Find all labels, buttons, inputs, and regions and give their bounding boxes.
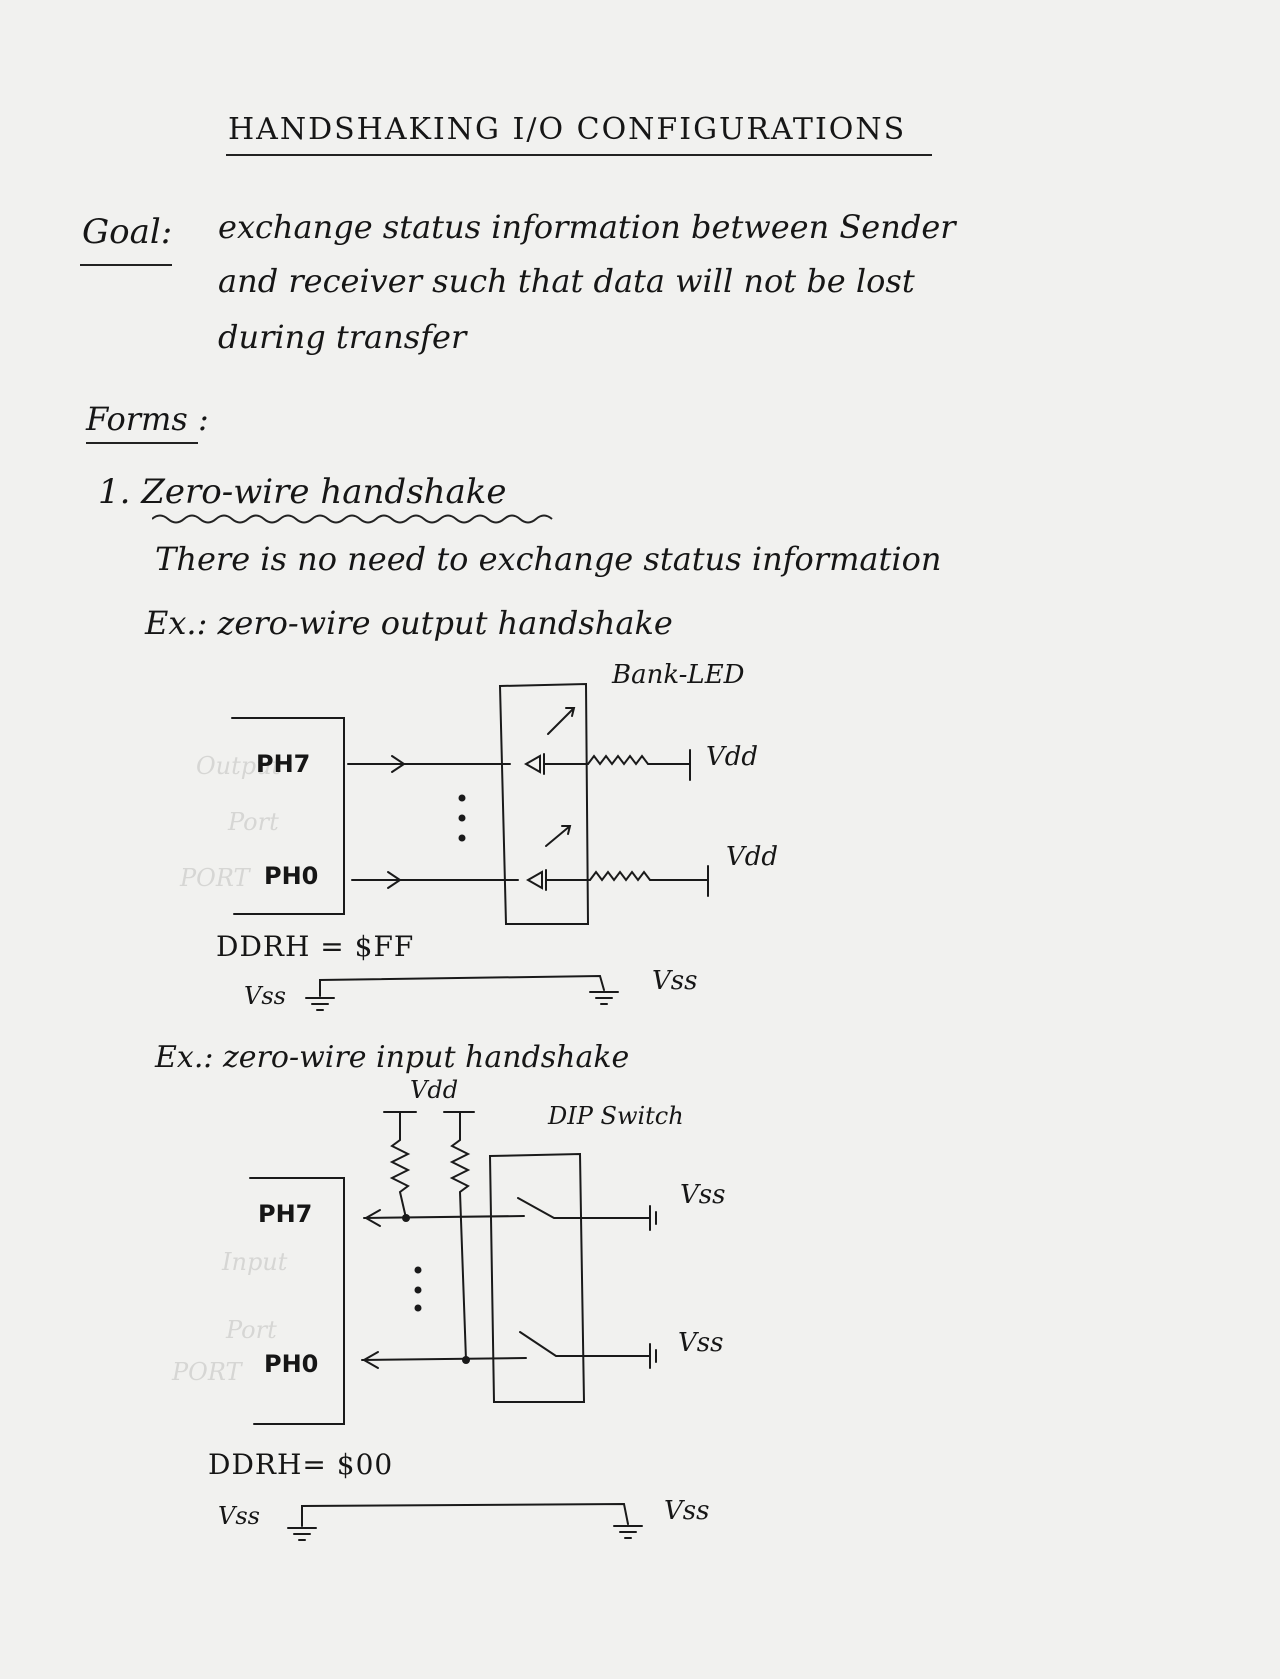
ddr-setting: DDRH = $FF [216, 930, 415, 963]
vss-label: Vss [678, 1328, 724, 1358]
ground-line [301, 1502, 629, 1527]
ellipsis-dot [458, 814, 466, 822]
pullup-resistor-icon [443, 1111, 475, 1361]
pin-ph7-label: PH7 [258, 1200, 313, 1228]
ground-icon [613, 1525, 643, 1539]
pin-ph7-label: PH7 [256, 750, 311, 778]
example-input-label: Ex.: zero-wire input handshake [155, 1040, 630, 1075]
ddr-setting: DDRH= $00 [208, 1448, 394, 1481]
dip-switch-box [488, 1152, 586, 1403]
forms-label: Forms : [86, 400, 209, 438]
bleed-through-mark: Input [222, 1248, 288, 1276]
pullup-resistor-icon [383, 1111, 417, 1219]
pin-ph0-label: PH0 [264, 1350, 319, 1378]
signal-line [361, 1357, 527, 1361]
ellipsis-dot [414, 1304, 422, 1312]
port-box [249, 1177, 345, 1425]
example-output-label: Ex.: zero-wire output handshake [145, 604, 673, 642]
title-underline [226, 154, 932, 156]
switch-icon [519, 1331, 657, 1369]
ellipsis-dot [458, 834, 466, 842]
item-description: There is no need to exchange status info… [155, 540, 942, 578]
port-box [231, 717, 345, 915]
vss-label: Vss [664, 1496, 710, 1526]
goal-underline [80, 264, 172, 266]
goal-text-line: during transfer [218, 318, 467, 356]
bleed-through-mark: PORT [180, 864, 250, 892]
arrow-icon [387, 871, 402, 889]
vss-label: Vss [680, 1180, 726, 1210]
resistor-icon [589, 865, 709, 897]
light-emission-icon [547, 707, 576, 735]
page-title: HANDSHAKING I/O CONFIGURATIONS [228, 112, 907, 147]
junction-dot [402, 1214, 410, 1222]
bleed-through-mark: Port [228, 808, 279, 836]
pin-ph0-label: PH0 [264, 862, 319, 890]
switch-icon [517, 1197, 657, 1231]
vss-label: Vss [218, 1502, 260, 1530]
light-emission-icon [545, 825, 572, 847]
ellipsis-dot [414, 1266, 422, 1274]
forms-underline [86, 442, 198, 444]
ground-line [319, 974, 605, 997]
led-icon [523, 753, 589, 775]
resistor-icon [587, 749, 691, 781]
vss-label: Vss [244, 982, 286, 1010]
vdd-label: Vdd [410, 1076, 459, 1104]
arrow-icon [363, 1209, 381, 1227]
bleed-through-mark: Output [196, 752, 282, 780]
arrow-icon [361, 1351, 379, 1369]
ellipsis-dot [458, 794, 466, 802]
ellipsis-dot [414, 1286, 422, 1294]
arrow-icon [391, 755, 406, 773]
vdd-label: Vdd [706, 742, 759, 772]
bleed-through-mark: PORT [172, 1358, 242, 1386]
led-bank-box [498, 682, 590, 925]
goal-label: Goal: [82, 212, 173, 252]
signal-line [363, 1215, 525, 1219]
bleed-through-mark: Port [226, 1316, 277, 1344]
goal-text-line: exchange status information between Send… [218, 208, 956, 246]
led-icon [525, 869, 591, 891]
item-heading: 1. Zero-wire handshake [98, 472, 507, 512]
vdd-label: Vdd [726, 842, 779, 872]
ground-icon [287, 1527, 317, 1541]
junction-dot [462, 1356, 470, 1364]
goal-text-line: and receiver such that data will not be … [218, 262, 915, 300]
ground-icon [305, 997, 335, 1011]
vss-label: Vss [652, 966, 698, 996]
wavy-underline [152, 514, 553, 524]
bank-led-label: Bank-LED [612, 660, 745, 690]
dip-switch-label: DIP Switch [548, 1102, 684, 1130]
ground-icon [589, 991, 619, 1005]
